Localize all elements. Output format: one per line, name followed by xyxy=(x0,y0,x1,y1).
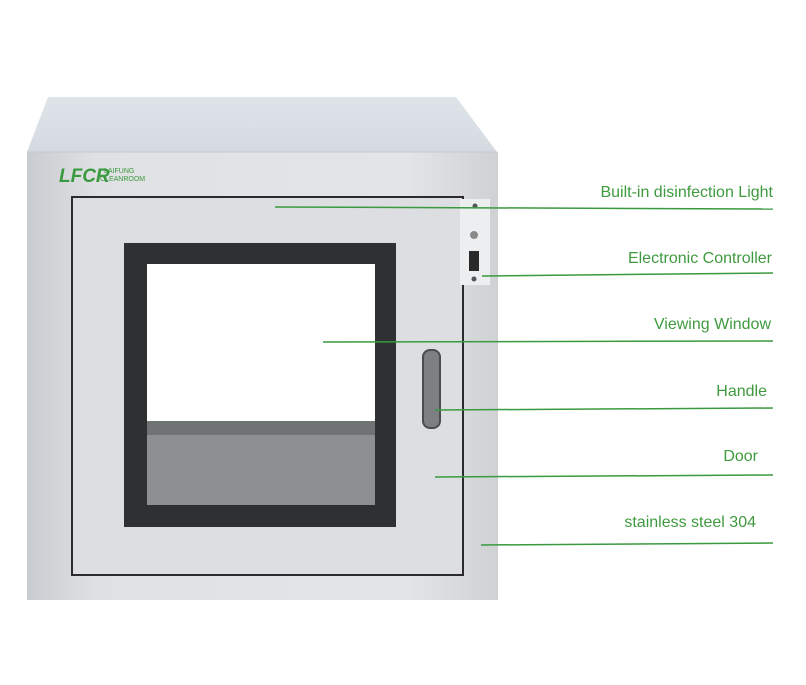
control-button[interactable] xyxy=(470,231,478,239)
leader-lines xyxy=(274,206,774,546)
leader-line xyxy=(434,407,774,411)
label-handle: Handle xyxy=(716,383,767,400)
cabinet-top xyxy=(27,97,497,152)
label-electronic-controller: Electronic Controller xyxy=(627,250,772,267)
svg-text:CLEANROOM: CLEANROOM xyxy=(100,176,145,183)
leader-line xyxy=(481,272,774,277)
label-door: Door xyxy=(723,448,758,465)
rocker-switch[interactable] xyxy=(469,251,479,271)
control-panel xyxy=(460,199,490,285)
svg-text:LAIFUNG: LAIFUNG xyxy=(104,168,134,175)
label-material: stainless steel 304 xyxy=(624,514,756,531)
handle[interactable] xyxy=(422,349,441,429)
logo: LFCR LAIFUNG CLEANROOM xyxy=(59,166,145,187)
label-viewing-window: Viewing Window xyxy=(653,316,771,333)
logo-mark: LFCR xyxy=(59,166,110,187)
leader-line xyxy=(322,340,774,343)
leader-line xyxy=(274,206,774,210)
leader-line xyxy=(480,542,774,546)
leader-line xyxy=(434,474,774,478)
label-disinfection-light: Built-in disinfection Light xyxy=(600,184,773,201)
